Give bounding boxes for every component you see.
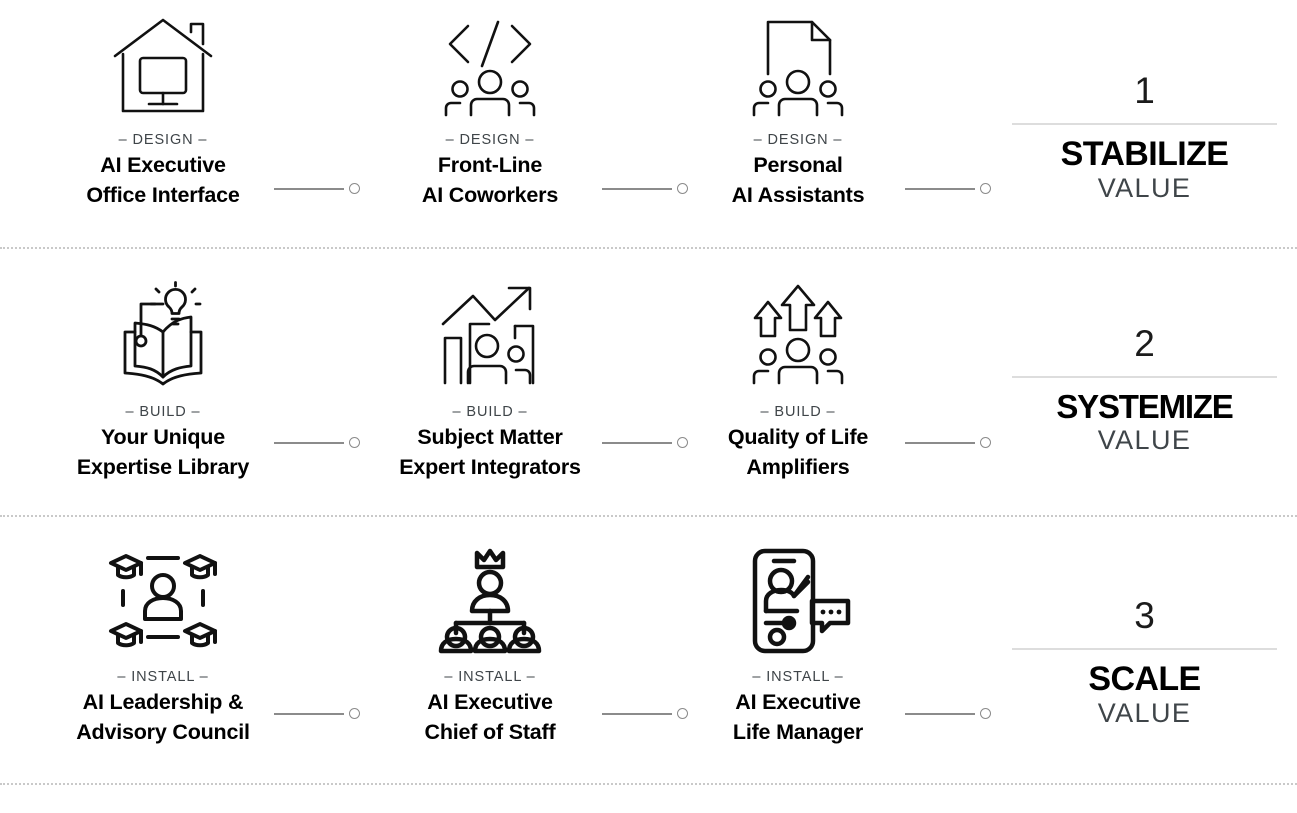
connector-node <box>980 708 991 719</box>
stage-title-line2: Office Interface <box>86 183 240 207</box>
connector-node <box>349 437 360 448</box>
graduation-caps-council-icon <box>47 537 279 655</box>
stage-kicker: – INSTALL – <box>444 669 536 685</box>
connector-line <box>905 713 975 715</box>
document-people-icon <box>682 0 914 118</box>
connector-2-a <box>274 437 360 449</box>
stage-kicker: – DESIGN – <box>445 132 535 148</box>
stage-card-ai-executive-life-manager[interactable]: – INSTALL – AI Executive Life Manager <box>682 537 914 745</box>
connector-2-b <box>602 437 688 449</box>
stage-title-line1: Subject Matter <box>417 425 563 449</box>
stage-title-line1: AI Leadership & <box>82 690 244 714</box>
stage-card-quality-of-life-amplifiers[interactable]: – BUILD – Quality of Life Amplifiers <box>682 272 914 480</box>
row-separator-2 <box>0 515 1297 519</box>
connector-line <box>602 442 672 444</box>
stage-card-your-unique-expertise-library[interactable]: – BUILD – Your Unique Expertise Library <box>47 272 279 480</box>
value-sublabel: VALUE <box>1097 172 1192 203</box>
connector-node <box>677 708 688 719</box>
connector-3-c <box>905 708 991 720</box>
stage-title-line2: Chief of Staff <box>424 720 556 744</box>
connector-line <box>274 713 344 715</box>
connector-3-b <box>602 708 688 720</box>
connector-line <box>905 442 975 444</box>
stage-title-line1: AI Executive <box>427 690 553 714</box>
value-number: 2 <box>1134 323 1155 364</box>
stage-kicker: – INSTALL – <box>752 669 844 685</box>
value-divider <box>1012 376 1277 378</box>
stage-card-personal-ai-assistants[interactable]: – DESIGN – Personal AI Assistants <box>682 0 914 208</box>
growth-chart-people-icon <box>374 272 606 390</box>
connector-1-a <box>274 183 360 195</box>
stage-title-line2: Amplifiers <box>746 455 850 479</box>
stage-card-front-line-ai-coworkers[interactable]: – DESIGN – Front-Line AI Coworkers <box>374 0 606 208</box>
stage-title-line1: Front-Line <box>437 153 543 177</box>
value-block-3: 3 SCALE VALUE <box>1012 597 1277 728</box>
value-block-2: 2 SYSTEMIZE VALUE <box>1012 325 1277 455</box>
stage-kicker: – DESIGN – <box>118 132 208 148</box>
house-monitor-icon <box>47 0 279 118</box>
stage-title-line1: AI Executive <box>100 153 226 177</box>
code-brackets-people-icon <box>374 0 606 118</box>
connector-line <box>274 442 344 444</box>
roadmap-row-2: – BUILD – Your Unique Expertise Library <box>0 247 1297 515</box>
stage-title-line2: Life Manager <box>732 720 864 744</box>
connector-1-b <box>602 183 688 195</box>
crown-org-chart-icon <box>374 537 606 655</box>
stage-title-line1: AI Executive <box>735 690 861 714</box>
stage-kicker: – BUILD – <box>125 404 201 420</box>
value-sublabel: VALUE <box>1097 697 1192 728</box>
value-divider <box>1012 123 1277 125</box>
stage-title-line2: AI Assistants <box>731 183 865 207</box>
value-number: 3 <box>1134 595 1155 636</box>
connector-2-c <box>905 437 991 449</box>
connector-node <box>980 183 991 194</box>
connector-node <box>677 183 688 194</box>
stage-title-line2: Expertise Library <box>76 455 250 479</box>
value-block-1: 1 STABILIZE VALUE <box>1012 72 1277 203</box>
connector-line <box>602 188 672 190</box>
stage-kicker: – BUILD – <box>452 404 528 420</box>
stage-kicker: – BUILD – <box>760 404 836 420</box>
connector-line <box>602 713 672 715</box>
row-separator-3 <box>0 783 1297 787</box>
book-lightbulb-icon <box>47 272 279 390</box>
row-separator-1 <box>0 247 1297 251</box>
connector-line <box>905 188 975 190</box>
stage-card-ai-executive-chief-of-staff[interactable]: – INSTALL – AI Executive Chief of Staff <box>374 537 606 745</box>
value-word: SYSTEMIZE <box>1056 388 1233 425</box>
roadmap-row-1: – DESIGN – AI Executive Office Interface <box>0 0 1297 247</box>
value-divider <box>1012 648 1277 650</box>
connector-node <box>349 708 360 719</box>
connector-node <box>980 437 991 448</box>
stage-card-ai-leadership-advisory-council[interactable]: – INSTALL – AI Leadership & Advisory Cou… <box>47 537 279 745</box>
stage-card-subject-matter-expert-integrators[interactable]: – BUILD – Subject Matter Expert Integrat… <box>374 272 606 480</box>
phone-assistant-chat-icon <box>682 537 914 655</box>
connector-3-a <box>274 708 360 720</box>
stage-card-ai-executive-office-interface[interactable]: – DESIGN – AI Executive Office Interface <box>47 0 279 208</box>
connector-1-c <box>905 183 991 195</box>
stage-title-line2: AI Coworkers <box>421 183 559 207</box>
value-sublabel: VALUE <box>1097 424 1192 455</box>
roadmap-row-3: – INSTALL – AI Leadership & Advisory Cou… <box>0 515 1297 783</box>
stage-title-line1: Quality of Life <box>727 425 869 449</box>
value-word: SCALE <box>1088 660 1201 698</box>
up-arrows-people-icon <box>682 272 914 390</box>
value-word: STABILIZE <box>1060 135 1229 173</box>
stage-kicker: – DESIGN – <box>753 132 843 148</box>
connector-line <box>274 188 344 190</box>
value-number: 1 <box>1134 70 1155 111</box>
stage-title-line1: Personal <box>753 153 843 177</box>
stage-title-line2: Advisory Council <box>76 720 250 744</box>
connector-node <box>349 183 360 194</box>
stage-title-line1: Your Unique <box>100 425 225 449</box>
stage-title-line2: Expert Integrators <box>399 455 581 479</box>
stage-kicker: – INSTALL – <box>117 669 209 685</box>
connector-node <box>677 437 688 448</box>
